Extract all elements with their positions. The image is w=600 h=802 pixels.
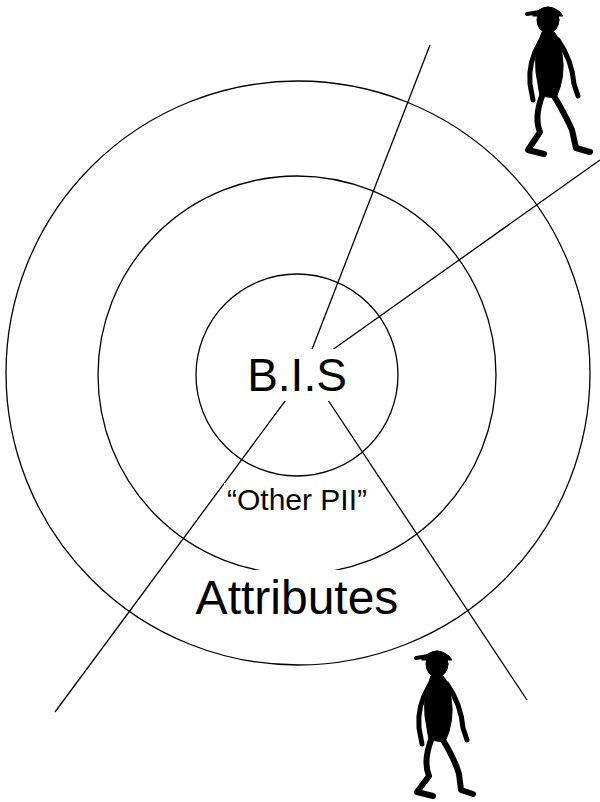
ring-label: B.I.S — [244, 349, 350, 402]
ring-circle: B.I.S — [195, 273, 399, 477]
divider-line — [55, 370, 308, 712]
ring-circle: Attributes “Other PII” B.I.S — [5, 80, 591, 666]
person-figure — [416, 651, 473, 796]
divider-line — [304, 160, 600, 370]
ring-label: Attributes — [193, 570, 402, 625]
ring-label: “Other PII” — [224, 483, 370, 518]
person-figure — [527, 7, 590, 154]
divider-line — [304, 45, 430, 370]
divider-line — [308, 370, 527, 700]
ring-circle: “Other PII” B.I.S — [97, 175, 497, 575]
